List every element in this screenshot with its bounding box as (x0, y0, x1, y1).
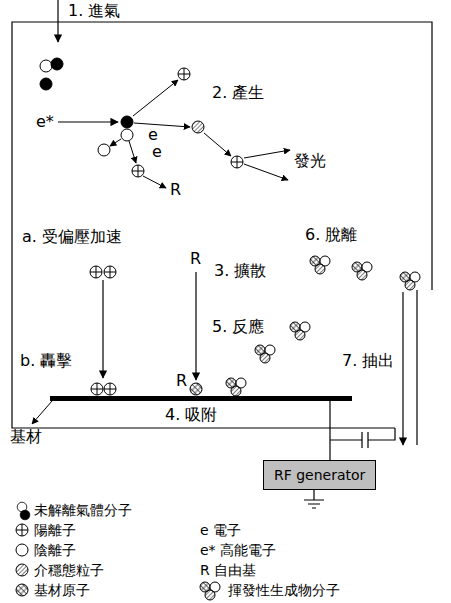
step-label: 2. 產生 (212, 84, 264, 102)
legend-swatch (16, 564, 28, 576)
legend-text: 未解離氣體分子 (34, 502, 132, 518)
bombard-arrow (102, 280, 103, 378)
step-label: 6. 脫離 (305, 226, 357, 244)
step-label: b. 轟擊 (20, 352, 72, 370)
dissociating-molecule (121, 116, 133, 141)
electron-symbol: e* (36, 113, 54, 131)
electron-symbol: e (152, 143, 162, 161)
legend-symbols (16, 502, 220, 600)
radical-symbol: R (170, 181, 181, 199)
electron-arrow (58, 121, 118, 122)
legend-text: 陽離子 (34, 522, 76, 538)
step-label: 7. 抽出 (342, 352, 394, 370)
ions (90, 266, 116, 278)
legend-text: 陰離子 (34, 542, 76, 558)
legend-swatch (16, 544, 28, 556)
exhaust-pipe (416, 290, 417, 445)
step-label: 4. 吸附 (165, 406, 217, 424)
substrate (50, 396, 352, 401)
product-arrows (110, 80, 290, 188)
legend-text: 介穩態粒子 (34, 562, 104, 578)
electron-symbol: e (148, 126, 158, 144)
legend-swatch (16, 584, 28, 596)
legend-text: e 電子 (200, 522, 241, 538)
rf-generator-box: RF generator (263, 460, 376, 490)
radical-symbol: R (190, 250, 201, 268)
step-label: 3. 擴散 (214, 262, 266, 280)
legend-text: e* 高能電子 (200, 542, 276, 558)
legend-swatch (200, 582, 220, 600)
part-label: 基材 (10, 428, 42, 446)
legend-text: R 自由基 (200, 562, 256, 578)
legend-swatch (20, 510, 30, 520)
chamber-wall (12, 22, 432, 428)
box-label: RF generator (274, 467, 365, 483)
rf-wiring (304, 401, 395, 508)
diffuse-arrow (195, 272, 196, 380)
legend-text: 揮發性生成物分子 (228, 582, 340, 598)
legend-text: 基材原子 (34, 582, 90, 598)
step-label: a. 受偏壓加速 (22, 228, 122, 246)
legend-swatch (16, 524, 28, 536)
volatile-products (255, 256, 420, 363)
emission-label: 發光 (294, 152, 326, 170)
gas-inlet-arrow (57, 0, 58, 42)
surface-particles (91, 378, 246, 396)
exhaust-arrow (402, 292, 403, 445)
radical-symbol: R (176, 372, 187, 390)
substrate-leader (32, 401, 52, 424)
step-label: 1. 進氣 (68, 2, 120, 20)
step-label: 5. 反應 (212, 318, 264, 336)
gas-molecules (40, 58, 63, 90)
